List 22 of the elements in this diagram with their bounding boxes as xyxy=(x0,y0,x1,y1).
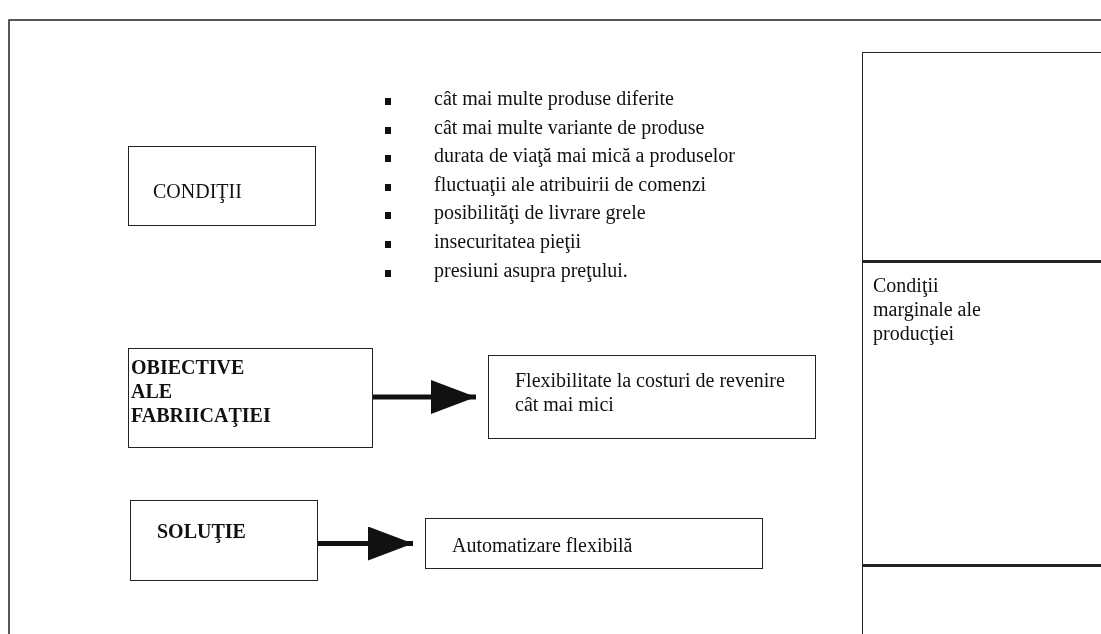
bullet-text: insecuritatea pieţii xyxy=(434,229,582,253)
text-box xyxy=(488,355,816,439)
text-box xyxy=(130,500,318,581)
text-box xyxy=(128,146,316,226)
arrow xyxy=(373,380,476,414)
text-box xyxy=(862,262,1101,567)
box-label: Automatizare flexibilă xyxy=(452,533,634,557)
text-box xyxy=(425,518,763,569)
arrow xyxy=(318,526,413,561)
box-label: Condiţii marginale ale producţiei xyxy=(873,273,982,345)
text-box xyxy=(128,348,373,448)
box-label: OBIECTIVE ALE FABRIICAŢIEI xyxy=(131,355,272,427)
bullet-text: fluctuaţii ale atribuirii de comenzi xyxy=(434,171,707,196)
box-label: CONDIŢII xyxy=(153,179,243,203)
box-label: Flexibilitate la costuri de revenire cât mai mici xyxy=(515,368,786,416)
bullet-text: durata de viaţă mai mică a produselor xyxy=(434,143,735,168)
box-label: SOLUŢIE xyxy=(157,519,247,543)
bullet-text: presiuni asupra preţului. xyxy=(434,257,628,282)
bullet-text: posibilităţi de livrare grele xyxy=(434,200,646,225)
empty-box xyxy=(862,52,1101,263)
bullet-text: cât mai multe variante de produse xyxy=(434,114,705,139)
bullet-text: cât mai multe produse diferite xyxy=(434,86,674,110)
